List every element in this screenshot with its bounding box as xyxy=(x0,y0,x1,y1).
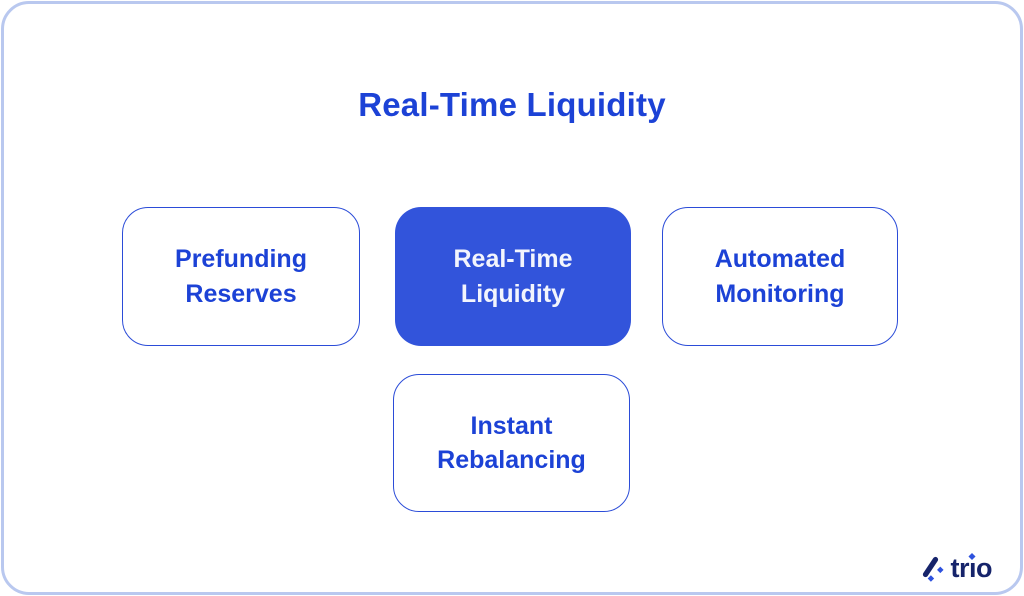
box-instant-rebalancing: Instant Rebalancing xyxy=(393,374,630,512)
box-automated-monitoring: Automated Monitoring xyxy=(662,207,898,346)
box-prefunding-reserves: Prefunding Reserves xyxy=(122,207,360,346)
page-title: Real-Time Liquidity xyxy=(358,86,666,123)
box-real-time-liquidity: Real-Time Liquidity xyxy=(395,207,631,346)
box-label-line: Real-Time xyxy=(453,245,573,273)
trio-diamond-slash-icon xyxy=(923,556,945,582)
box-label-line: Liquidity xyxy=(460,279,566,308)
logo-text-post: o xyxy=(976,553,993,583)
box-label-line: Reserves xyxy=(185,279,297,308)
logo-letter-i: ı xyxy=(968,552,977,583)
logo-text-pre: tr xyxy=(950,553,969,583)
logo-i-stem: ı xyxy=(968,553,977,583)
box-label-line: Monitoring xyxy=(715,279,845,308)
box-label-line: Instant xyxy=(470,411,553,440)
box-label-line: Prefunding xyxy=(175,245,307,273)
box-label-line: Automated xyxy=(714,245,846,273)
box-label-line: Rebalancing xyxy=(437,446,586,474)
